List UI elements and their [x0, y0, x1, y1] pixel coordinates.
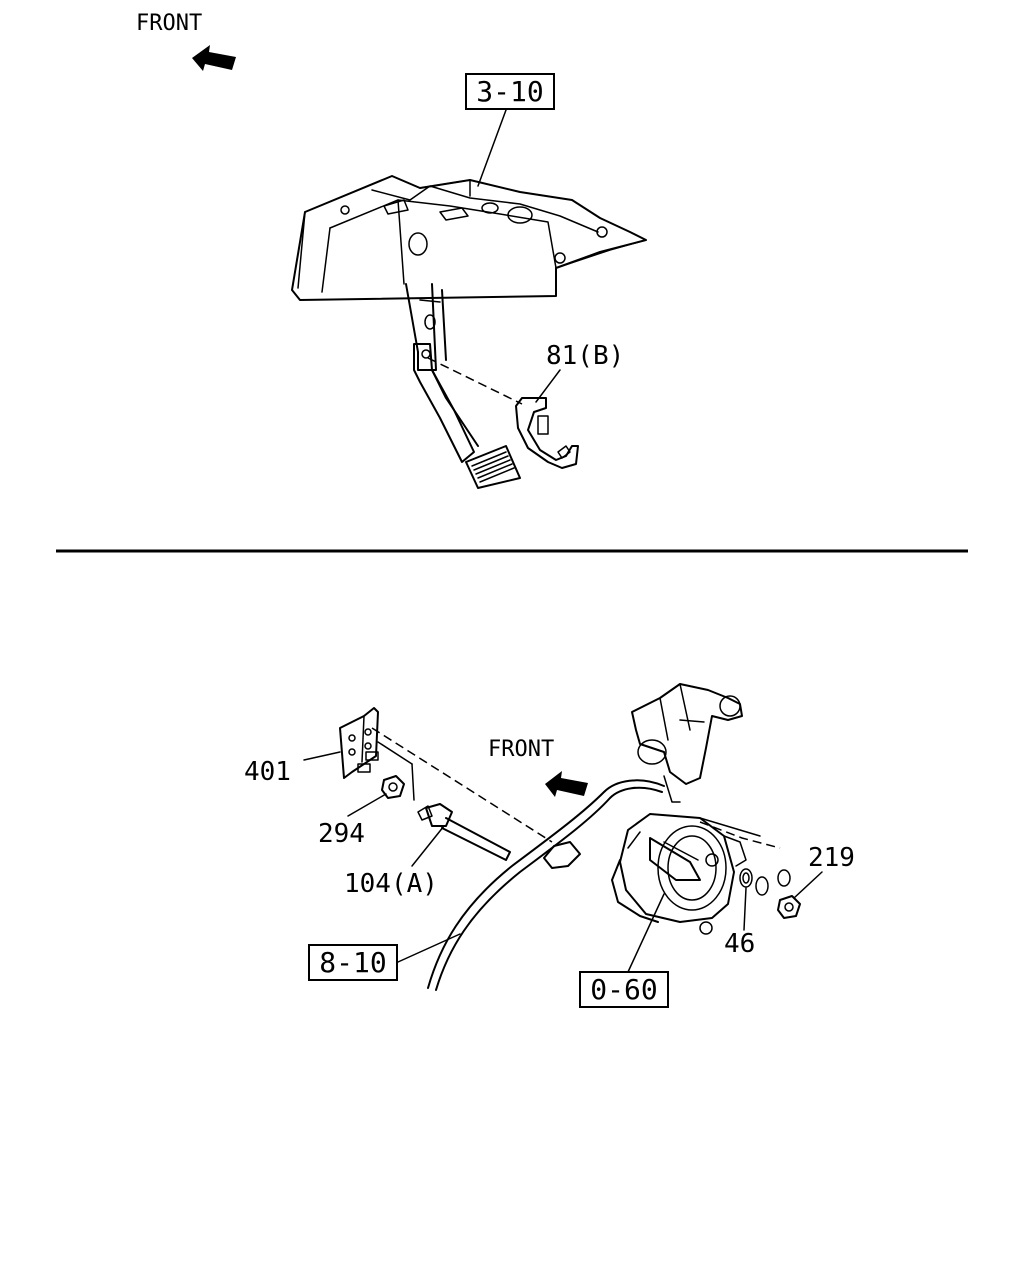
upper-diagram: FRONT 3-10: [136, 11, 647, 489]
bracket-line: [377, 741, 413, 765]
dashed-line-cable: [371, 727, 553, 843]
pedal-switch-81b[interactable]: [515, 397, 579, 469]
pedal-bracket-assembly: [291, 175, 647, 489]
leader-line-46: [743, 887, 747, 931]
front-label-lower: FRONT: [488, 737, 554, 762]
bracket-401[interactable]: [339, 707, 379, 779]
callout-81b: 81(B): [546, 341, 624, 371]
clip-104a[interactable]: [417, 803, 511, 861]
actuator-assembly: [611, 683, 761, 935]
svg-text:0-60: 0-60: [590, 973, 657, 1006]
callout-401: 401: [244, 757, 291, 787]
install-dashed-line: [427, 357, 523, 405]
leader-line-104a: [411, 825, 445, 867]
leader-line-219: [793, 871, 823, 899]
callout-219: 219: [808, 843, 855, 873]
svg-text:3-10: 3-10: [476, 75, 543, 108]
bracket-line-2: [411, 763, 415, 801]
front-label-upper: FRONT: [136, 11, 202, 36]
leader-line-0-60: [627, 893, 665, 973]
nut-294[interactable]: [381, 775, 405, 799]
nut-219[interactable]: [777, 895, 801, 919]
leader-line-401: [303, 751, 341, 761]
front-arrow-icon: [192, 45, 236, 71]
svg-text:8-10: 8-10: [319, 946, 386, 979]
leader-line-3-10: [477, 109, 507, 187]
washer-46[interactable]: [739, 868, 791, 896]
ref-box-3-10[interactable]: 3-10: [465, 73, 555, 110]
ref-box-8-10[interactable]: 8-10: [308, 944, 398, 981]
callout-104a: 104(A): [344, 869, 438, 899]
leader-line-294: [347, 793, 387, 817]
ref-box-0-60[interactable]: 0-60: [579, 971, 669, 1008]
lower-diagram: FRONT 401 294: [244, 683, 855, 1008]
dashed-line-fastener: [699, 821, 781, 849]
callout-46: 46: [724, 929, 755, 959]
leader-line-8-10: [397, 933, 461, 963]
callout-294: 294: [318, 819, 365, 849]
clutch-cable: [427, 779, 665, 991]
leader-line-81b: [535, 369, 561, 403]
front-arrow-icon: [545, 771, 588, 797]
